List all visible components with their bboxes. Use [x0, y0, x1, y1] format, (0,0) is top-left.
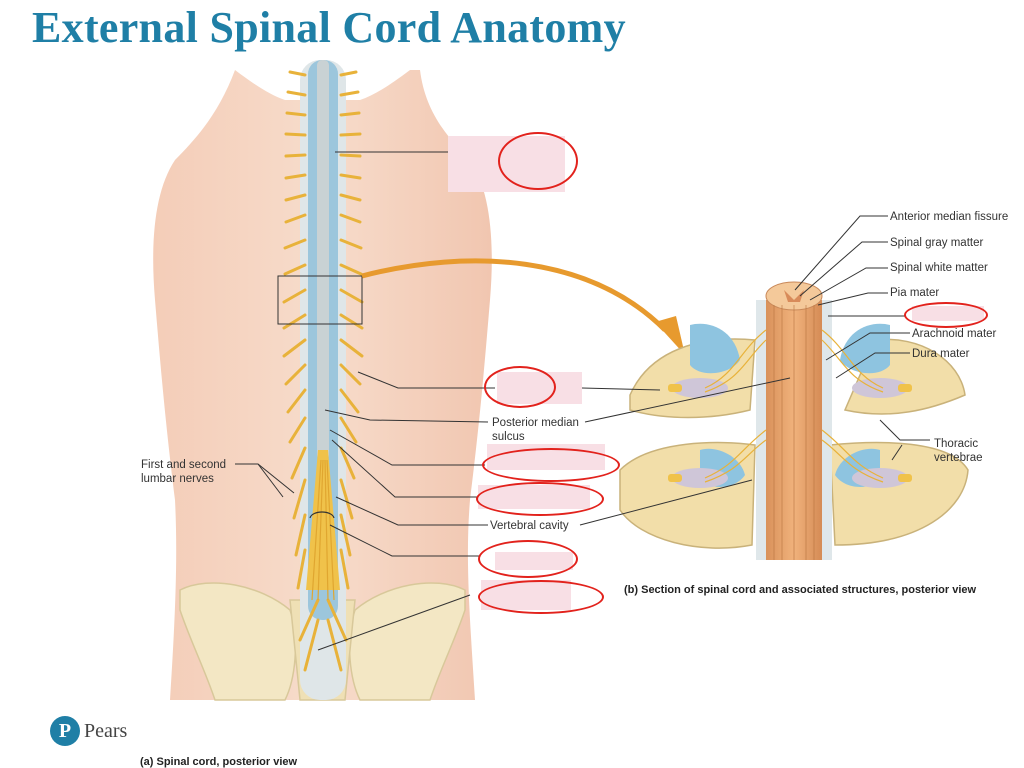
caption-panel-a: (a) Spinal cord, posterior view: [140, 756, 298, 768]
spinal-column: [300, 60, 346, 700]
answer-ring-7[interactable]: [478, 580, 604, 614]
answer-ring-3[interactable]: [484, 366, 556, 408]
label-first-second-lumbar-nerves: First and second lumbar nerves: [141, 459, 227, 485]
cauda-equina: [311, 459, 335, 601]
pearson-p-icon: P: [50, 716, 80, 746]
leader-lines-a: [235, 151, 495, 651]
answer-ring-6[interactable]: [478, 540, 578, 578]
label-spinal-gray-matter: Spinal gray matter: [890, 237, 984, 249]
label-thoracic-vertebrae: Thoracic vertebrae: [934, 438, 983, 464]
label-spinal-white-matter: Spinal white matter: [890, 262, 988, 274]
detail-arrow: [361, 258, 685, 355]
caption-panel-b: (b) Section of spinal cord and associate…: [624, 584, 977, 596]
label-anterior-median-fissure: Anterior median fissure: [890, 211, 1009, 223]
answer-ring-2[interactable]: [904, 302, 988, 328]
label-arachnoid-mater: Arachnoid mater: [912, 328, 997, 340]
detail-box: [277, 275, 363, 325]
leader-lines-b: [579, 215, 930, 526]
answer-ring-1[interactable]: [498, 132, 578, 190]
label-posterior-median-sulcus: Posterior median sulcus: [492, 417, 579, 443]
page-title: External Spinal Cord Anatomy: [32, 3, 626, 52]
logo-text: Pears: [84, 719, 128, 742]
label-vertebral-cavity: Vertebral cavity: [490, 520, 569, 532]
answer-ring-5[interactable]: [476, 482, 604, 516]
label-dura-mater: Dura mater: [912, 348, 970, 360]
answer-ring-4[interactable]: [482, 448, 620, 482]
label-pia-mater: Pia mater: [890, 287, 940, 299]
spinal-nerves: [282, 70, 364, 672]
publisher-logo: P Pears: [50, 716, 127, 746]
cord-section: [704, 281, 884, 560]
